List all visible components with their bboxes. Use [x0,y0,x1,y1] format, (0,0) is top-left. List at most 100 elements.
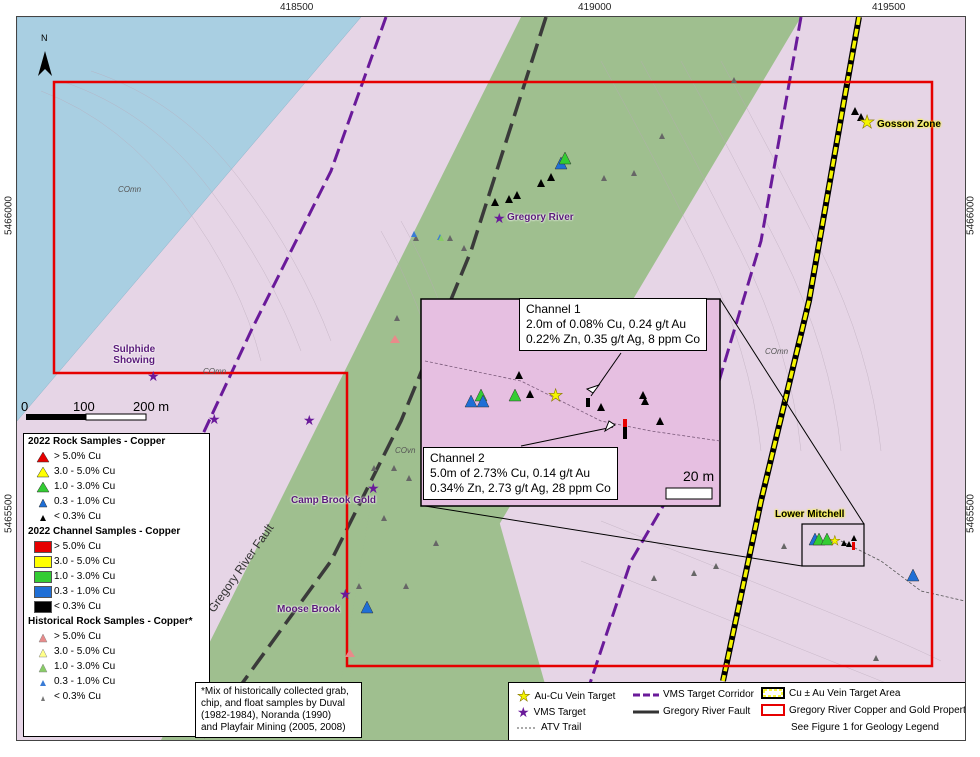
north-label: N [41,33,48,43]
channel-1-line-1: 2.0m of 0.08% Cu, 0.24 g/t Au [526,317,687,331]
rock-legend-title: 2022 Rock Samples - Copper [28,436,166,447]
northing-label-right-2: 5465500 [965,494,977,533]
easting-label-2: 419000 [578,2,612,13]
inset-scale-label: 20 m [683,468,715,484]
legend-label: 1.0 - 3.0% Cu [54,481,116,492]
vms-target-star: ★ [367,481,380,497]
legend-vms-target: ★VMS Target [517,704,586,721]
channel-1-line-2: 0.22% Zn, 0.35 g/t Ag, 8 ppm Co [526,332,701,346]
legend-cu-au-area: Cu ± Au Vein Target Area [761,687,901,699]
northing-label-left-2: 5465500 [3,494,15,533]
sulphide-showing-label: Sulphide Showing [113,344,155,366]
legend-atv: ATV Trail [517,722,581,733]
triangle-icon [36,451,50,462]
legend-label: See Figure 1 for Geology Legend [791,722,939,733]
legend-row: 1.0 - 3.0% Cu [24,659,209,674]
gregory-river-label: Gregory River [507,212,574,223]
legend-label: < 0.3% Cu [54,511,101,522]
channel-2-line-1: 5.0m of 2.73% Cu, 0.14 g/t Au [430,466,591,480]
legend-row: 3.0 - 5.0% Cu [24,464,209,479]
trail-line-icon [517,727,537,728]
geology-label: COmn [118,185,142,194]
triangle-icon [40,679,46,686]
legend-row: < 0.3% Cu [24,689,209,704]
area-icon [761,687,785,699]
dashed-line-icon [633,693,659,696]
footnote-line: (1982-1984), Noranda (1990) [201,710,332,721]
swatch [34,585,52,598]
legend-au-cu: ★Au-Cu Vein Target [517,687,616,706]
legend-label: 3.0 - 5.0% Cu [54,556,116,567]
scale-mid: 100 [73,399,95,414]
vms-corridor-line [569,17,803,740]
triangle-icon [38,497,48,507]
triangle-icon [38,662,48,672]
triangle-icon [41,695,45,701]
triangle-icon [38,647,48,657]
au-cu-star-icon: ★ [517,688,531,706]
legend-label: Cu ± Au Vein Target Area [789,687,901,699]
vms-corridor-line [119,17,388,622]
geology-label: COvn [395,446,416,455]
triangle-icon [38,632,48,642]
swatch [34,540,52,553]
camp-brook-gold-label: Camp Brook Gold [291,495,377,506]
legend-row: < 0.3% Cu [24,509,209,524]
channel-2-callout: Channel 2 5.0m of 2.73% Cu, 0.14 g/t Au … [423,447,618,500]
legend-fault: Gregory River Fault [633,706,750,717]
legend-label: < 0.3% Cu [54,601,101,612]
triangle-icon [40,514,46,521]
footnote-line: chip, and float samples by Duval [201,698,345,709]
map-symbol-legend: ★Au-Cu Vein Target VMS Target Corridor C… [508,682,966,740]
legend-label: VMS Target Corridor [663,689,754,700]
channel-1-title: Channel 1 [526,302,581,316]
vms-star-icon: ★ [517,704,530,720]
north-arrow-icon [38,51,52,76]
legend-label: 1.0 - 3.0% Cu [54,661,116,672]
swatch [34,555,52,568]
sulphide-line-1: Sulphide [113,344,156,355]
map-frame: ★ ★ ★ ★ ★ ★ ★ ★ [16,16,966,741]
legend-label: > 5.0% Cu [54,541,101,552]
legend-row: 3.0 - 5.0% Cu [24,554,209,569]
legend-label: < 0.3% Cu [54,691,101,702]
sample-legend: 2022 Rock Samples - Copper > 5.0% Cu 3.0… [23,433,210,737]
northing-label-left-1: 5466000 [3,196,15,235]
vms-target-star: ★ [147,369,160,385]
legend-property: Gregory River Copper and Gold Property [761,704,966,716]
footnote-line: and Playfair Mining (2005, 2008) [201,722,346,733]
legend-row: > 5.0% Cu [24,449,209,464]
legend-label: 0.3 - 1.0% Cu [54,586,116,597]
historical-footnote: *Mix of historically collected grab, chi… [195,682,362,738]
svg-text:★: ★ [548,386,563,406]
legend-row: 0.3 - 1.0% Cu [24,494,209,509]
legend-label: ATV Trail [541,722,582,733]
vms-target-star: ★ [493,211,506,227]
inset-scale-bar [665,487,713,500]
atv-trail [840,540,965,602]
legend-label: Gregory River Copper and Gold Property [789,704,966,716]
legend-row: > 5.0% Cu [24,629,209,644]
swatch [34,570,52,583]
geology-label: COmn [203,367,227,376]
property-boundary-icon [761,704,785,716]
legend-row: < 0.3% Cu [24,599,209,614]
vms-target-star: ★ [339,587,352,603]
historical-legend-title: Historical Rock Samples - Copper* [28,616,193,627]
channel-legend-title: 2022 Channel Samples - Copper [28,526,181,537]
legend-label: 1.0 - 3.0% Cu [54,571,116,582]
svg-text:★: ★ [829,534,841,549]
fault-line-icon [633,710,659,713]
vms-target-star: ★ [303,413,316,429]
channel-2-title: Channel 2 [430,451,485,465]
legend-row: 0.3 - 1.0% Cu [24,674,209,689]
legend-row: 1.0 - 3.0% Cu [24,479,209,494]
legend-label: Au-Cu Vein Target [534,690,616,702]
geology-label: COmn [765,347,789,356]
legend-label: 0.3 - 1.0% Cu [54,676,116,687]
triangle-icon [36,466,50,477]
channel-2-line-2: 0.34% Zn, 2.73 g/t Ag, 28 ppm Co [430,481,611,495]
legend-row: 0.3 - 1.0% Cu [24,584,209,599]
gosson-zone-label: Gosson Zone [877,119,941,130]
scale-zero: 0 [21,399,29,414]
